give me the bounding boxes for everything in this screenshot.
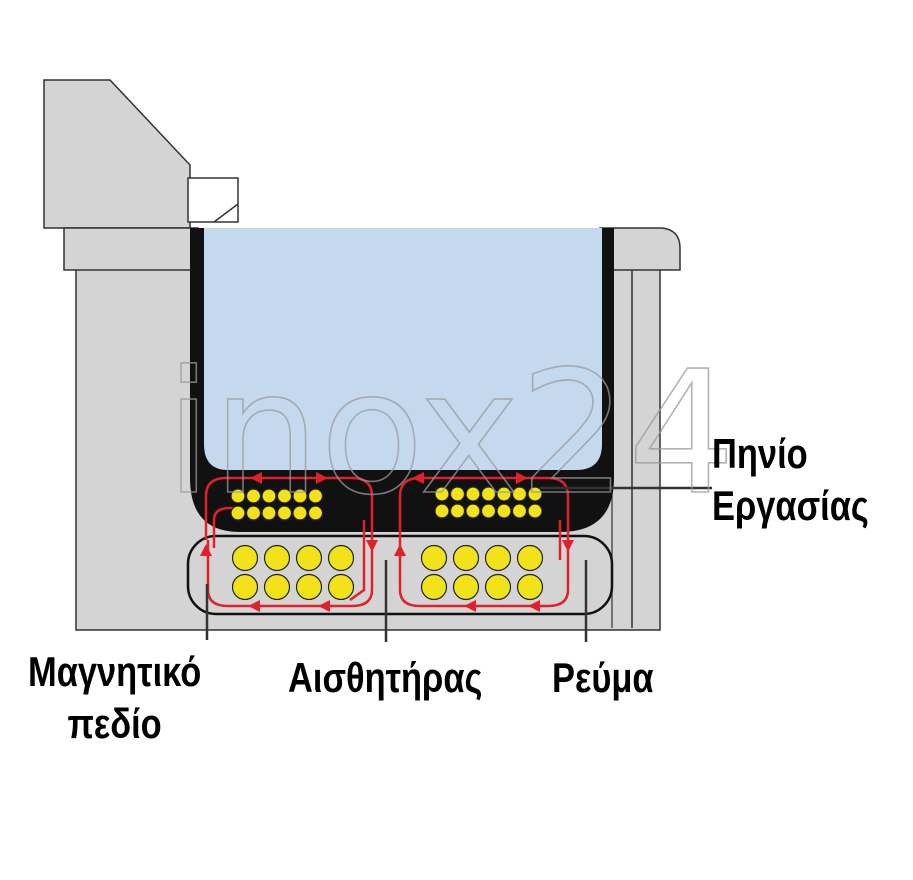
coil-conductor-lower-right [516, 544, 544, 572]
coil-conductor-lower-right [420, 573, 448, 601]
vessel-liquid [204, 228, 602, 470]
field-arrows [200, 472, 574, 612]
label-magnetic-field: Μαγνητικό πεδίο [28, 646, 201, 750]
coil-conductor-lower-right [452, 573, 480, 601]
coil-conductor-upper-left [230, 488, 246, 504]
coil-conductor-lower-left [231, 544, 259, 572]
coil-conductor-upper-left [276, 505, 293, 521]
coil-conductor-upper-right [434, 486, 450, 502]
coil-conductor-lower-left [295, 544, 323, 572]
coil-conductor-upper-left [261, 505, 277, 521]
coil-conductor-upper-right [496, 503, 512, 519]
coil-conductor-lower-right [516, 573, 544, 601]
coil-conductor-upper-right [465, 486, 481, 502]
coil-conductor-upper-right [434, 503, 450, 519]
label-magnetic-field-line1: Μαγνητικό [28, 648, 202, 695]
coil-conductor-upper-right [496, 486, 512, 502]
coil-conductor-lower-left [231, 573, 259, 601]
field-lines-left [204, 476, 374, 608]
left-ledge [63, 227, 199, 271]
coil-conductor-lower-right [420, 544, 448, 572]
coil-conductor-upper-right [465, 503, 481, 519]
coil-conductor-upper-left [230, 505, 246, 521]
label-working-coil-line2: Εργασίας [712, 482, 869, 529]
coil-conductor-upper-right [449, 486, 466, 502]
coil-conductor-upper-left [245, 488, 262, 504]
coil-conductor-lower-right [484, 573, 512, 601]
coil-conductor-upper-right [511, 486, 528, 502]
coil-conductor-lower-left [327, 544, 355, 572]
coil-conductor-upper-right [527, 486, 543, 502]
control-box [187, 177, 239, 223]
label-working-coil-line1: Πηνίο [712, 430, 808, 477]
coil-conductor-upper-left [307, 488, 324, 504]
coil-conductor-lower-left [327, 573, 355, 601]
coil-conductor-upper-right [449, 503, 466, 519]
coil-conductor-upper-left [276, 488, 293, 504]
coil-conductor-lower-left [263, 573, 291, 601]
coil-conductor-upper-left [307, 505, 324, 521]
coil-conductor-upper-right [480, 503, 497, 519]
coil-conductor-upper-left [245, 505, 262, 521]
coil-conductor-upper-right [527, 503, 543, 519]
coil-conductor-lower-left [263, 544, 291, 572]
coil-conductor-lower-left [295, 573, 323, 601]
coil-conductor-upper-left [292, 505, 308, 521]
watermark: inox24 [165, 335, 736, 533]
coil-conductor-upper-right [480, 486, 497, 502]
label-magnetic-field-line2: πεδίο [67, 700, 162, 747]
label-working-coil: Πηνίο Εργασίας [712, 428, 869, 532]
coil-conductor-upper-left [261, 488, 277, 504]
label-current: Ρεύμα [552, 654, 654, 701]
coil-conductor-lower-right [484, 544, 512, 572]
coil-conductor-upper-right [511, 503, 528, 519]
coil-conductor-upper-left [292, 488, 308, 504]
label-sensor: Αισθητήρας [288, 654, 483, 701]
coil-conductors [230, 486, 544, 601]
coil-conductor-lower-right [452, 544, 480, 572]
leader-lines [205, 486, 712, 642]
right-ledge [599, 227, 681, 271]
control-panel [43, 79, 191, 229]
